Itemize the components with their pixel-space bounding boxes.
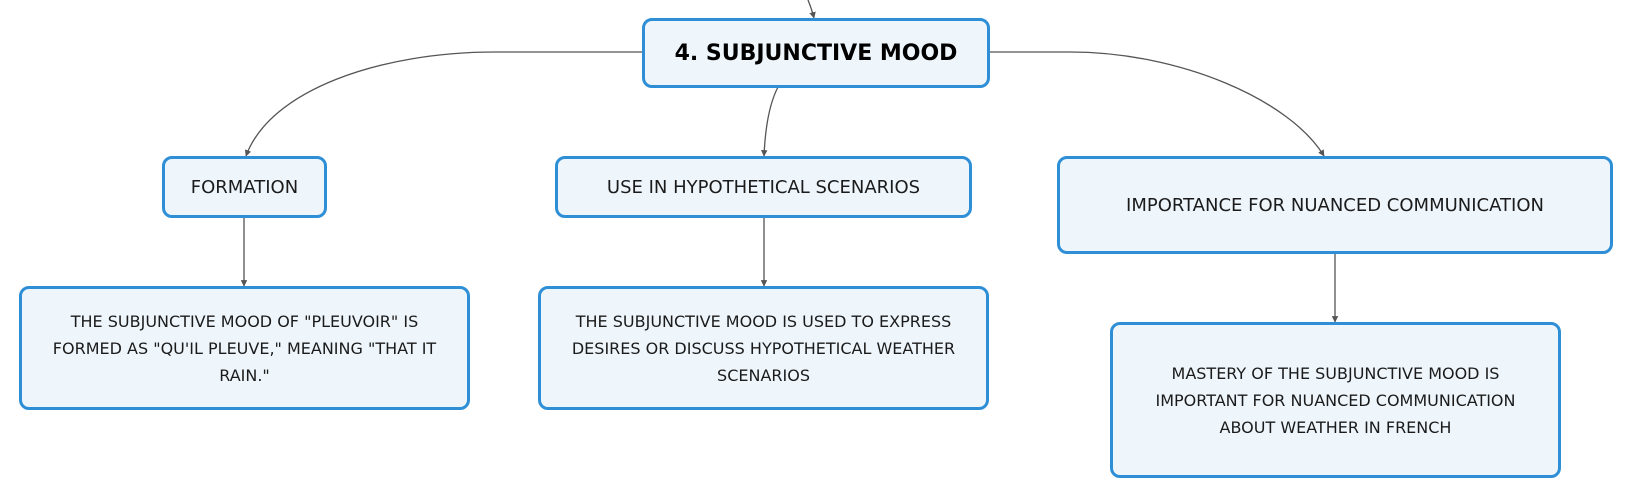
root-node-label: 4. SUBJUNCTIVE MOOD	[674, 40, 958, 66]
branch-node-formation-label: FORMATION	[190, 176, 299, 198]
root-node[interactable]: 4. SUBJUNCTIVE MOOD	[642, 18, 990, 88]
detail-node-importance[interactable]: MASTERY OF THE SUBJUNCTIVE MOOD IS IMPOR…	[1110, 322, 1561, 478]
branch-node-hypothetical[interactable]: USE IN HYPOTHETICAL SCENARIOS	[555, 156, 972, 218]
branch-node-importance[interactable]: IMPORTANCE FOR NUANCED COMMUNICATION	[1057, 156, 1613, 254]
connector-root-hypothetical	[761, 86, 779, 157]
branch-node-importance-label: IMPORTANCE FOR NUANCED COMMUNICATION	[1126, 194, 1544, 216]
connector-root-importance	[990, 51, 1325, 157]
branch-node-hypothetical-label: USE IN HYPOTHETICAL SCENARIOS	[606, 176, 921, 198]
detail-node-hypothetical[interactable]: THE SUBJUNCTIVE MOOD IS USED TO EXPRESS …	[538, 286, 989, 410]
detail-node-hypothetical-text: THE SUBJUNCTIVE MOOD IS USED TO EXPRESS …	[571, 311, 956, 385]
connector-root-formation	[244, 51, 642, 157]
incoming-connector	[807, 0, 816, 19]
detail-node-formation-text: THE SUBJUNCTIVE MOOD OF "PLEUVOIR" IS FO…	[52, 311, 437, 385]
detail-node-formation[interactable]: THE SUBJUNCTIVE MOOD OF "PLEUVOIR" IS FO…	[19, 286, 470, 410]
detail-node-importance-text: MASTERY OF THE SUBJUNCTIVE MOOD IS IMPOR…	[1155, 363, 1516, 437]
branch-node-formation[interactable]: FORMATION	[162, 156, 327, 218]
